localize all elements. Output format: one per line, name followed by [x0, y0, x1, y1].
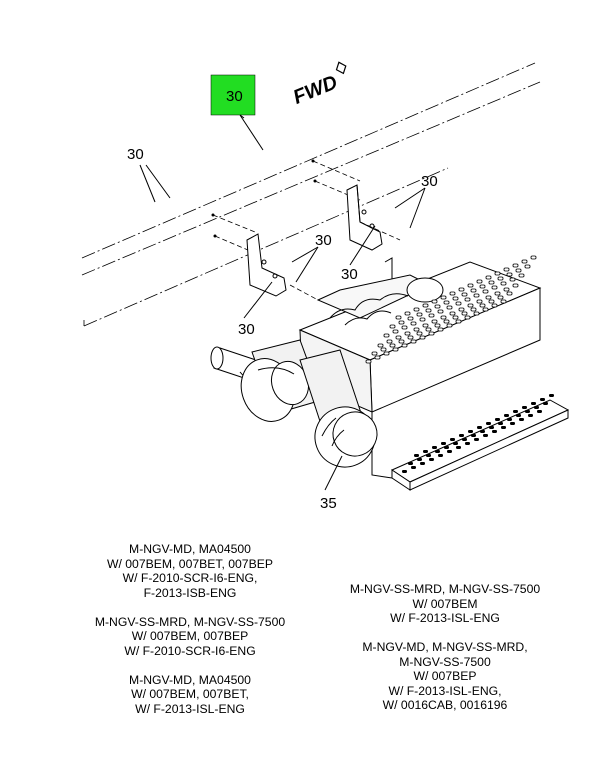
note-line: M-NGV-SS-MRD, M-NGV-SS-7500 [94, 614, 286, 629]
exhaust-canisters [210, 339, 378, 468]
note-line: W/ 007BEM, 007BET, 007BEP [107, 556, 273, 571]
bolt-dots [211, 159, 317, 238]
note-line: W/ 007BEP [413, 669, 477, 683]
callout-bracket-right-a: 30 [421, 173, 438, 190]
aftertreatment-assembly [298, 257, 570, 491]
callout-bracket-right-b: 30 [341, 266, 358, 283]
note-line: M-NGV-SS-7500 [399, 654, 491, 669]
callout-bracket-left-b: 30 [238, 321, 255, 338]
note-line: W/ F-2013-ISL-ENG [135, 701, 245, 716]
highlight-callout-box [210, 74, 256, 116]
fwd-indicator: FWD [290, 61, 347, 109]
callout-dpf: 35 [320, 495, 337, 512]
note-line: W/ 007BEM, 007BET, [131, 687, 249, 701]
note-line: W/ 007BEM, 007BEP [131, 629, 249, 643]
note-line: M-NGV-SS-MRD, M-NGV-SS-7500 [349, 582, 541, 596]
note-line: W/ F-2013-ISL-ENG, [388, 683, 502, 698]
note-line: W/ F-2010-SCR-I6-ENG, [122, 571, 258, 585]
bracket-right [346, 184, 383, 251]
callout-bracket-left-a: 30 [315, 232, 332, 249]
callout-rail-left: 30 [127, 146, 144, 163]
fwd-label: FWD [290, 71, 340, 108]
note-line: M-NGV-MD, MA04500 [129, 542, 251, 556]
note-line: F-2013-ISB-ENG [143, 585, 237, 600]
leader-lines [139, 114, 426, 491]
parts-diagram: 30 FWD 30 30 30 30 30 35 [81, 61, 570, 512]
note-line: W/ F-2010-SCR-I6-ENG [124, 643, 256, 658]
callout-highlighted: 30 [226, 88, 243, 105]
frame-rail [81, 62, 541, 327]
note-line: W/ F-2013-ISL-ENG [390, 611, 500, 625]
note-line: W/ 0016CAB, 0016196 [382, 698, 508, 712]
fwd-arrow-icon [335, 61, 347, 75]
note-line: M-NGV-MD, MA04500 [129, 672, 251, 687]
note-line: M-NGV-MD, M-NGV-SS-MRD, [362, 640, 528, 654]
bracket-left [246, 233, 287, 297]
note-line: W/ 007BEM [412, 596, 478, 611]
